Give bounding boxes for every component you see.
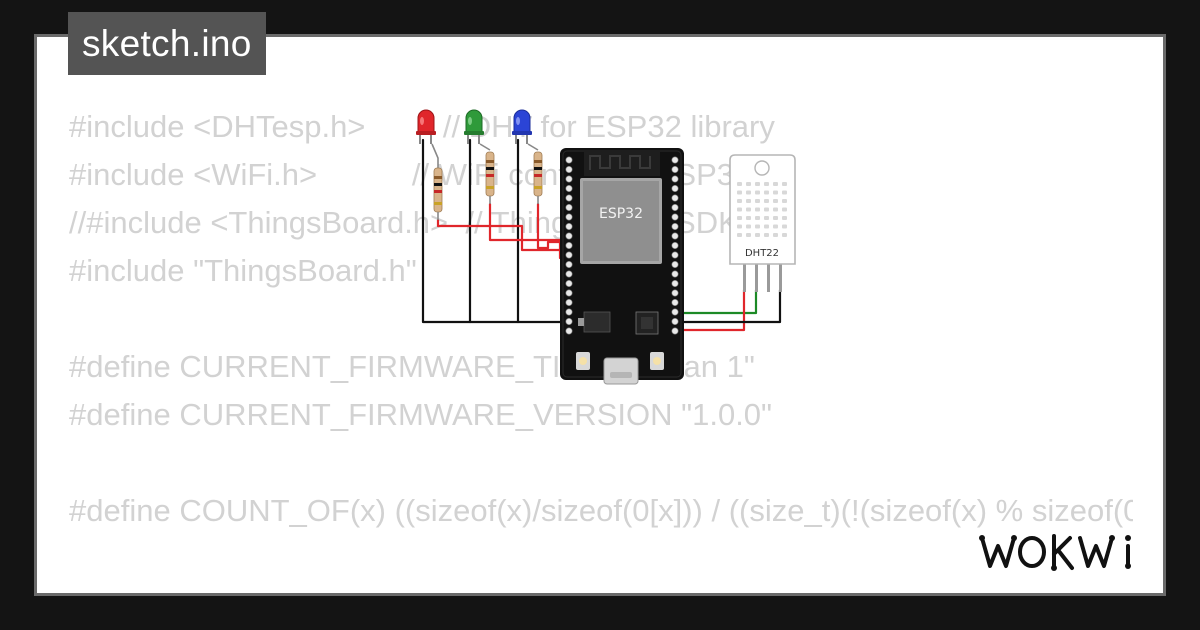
header-pin[interactable] [565, 223, 573, 231]
resistor-1[interactable] [431, 143, 443, 220]
header-pin[interactable] [565, 213, 573, 221]
header-pin[interactable] [671, 166, 679, 174]
pin-header-right [671, 156, 679, 335]
dht22-sensor[interactable]: DHT22 [729, 154, 796, 292]
header-pin[interactable] [565, 175, 573, 183]
led-blue[interactable] [512, 109, 532, 144]
led-green[interactable] [464, 109, 484, 144]
led-red[interactable] [416, 109, 436, 144]
header-pin[interactable] [565, 232, 573, 240]
header-pin[interactable] [565, 317, 573, 325]
header-pin[interactable] [671, 327, 679, 335]
file-title-tab: sketch.ino [68, 12, 266, 75]
header-pin[interactable] [565, 308, 573, 316]
dht22-label: DHT22 [745, 248, 779, 259]
header-pin[interactable] [565, 270, 573, 278]
code-line: #define WIFI_AP_NAME "Wokwi-GUEST" [69, 583, 1133, 593]
header-pin[interactable] [671, 242, 679, 250]
header-pin[interactable] [671, 156, 679, 164]
wokwi-logo [979, 534, 1131, 571]
dht22-vent-grid [737, 182, 787, 237]
header-pin[interactable] [565, 185, 573, 193]
header-pin[interactable] [671, 298, 679, 306]
header-pin[interactable] [671, 251, 679, 259]
resistor-3[interactable] [527, 143, 543, 204]
header-pin[interactable] [671, 279, 679, 287]
header-pin[interactable] [565, 204, 573, 212]
header-pin[interactable] [671, 270, 679, 278]
wire-red-led-gnd [421, 138, 574, 324]
code-line: #define CURRENT_FIRMWARE_VERSION "1.0.0" [69, 397, 773, 432]
header-pin[interactable] [671, 223, 679, 231]
esp32-board[interactable]: ESP32 [560, 148, 684, 385]
header-pin[interactable] [565, 166, 573, 174]
preview-card: #include <DHTesp.h> // DHT for ESP32 lib… [34, 34, 1166, 596]
wire-red-signal [436, 218, 572, 252]
header-pin[interactable] [671, 260, 679, 268]
header-pin[interactable] [565, 289, 573, 297]
header-pin[interactable] [565, 156, 573, 164]
wire-blue-signal [536, 202, 572, 250]
header-pin[interactable] [565, 194, 573, 202]
wire-dht-data [679, 288, 758, 315]
header-pin[interactable] [671, 232, 679, 240]
header-pin[interactable] [671, 289, 679, 297]
header-pin[interactable] [671, 204, 679, 212]
pin-header-left [565, 156, 573, 335]
header-pin[interactable] [565, 298, 573, 306]
header-pin[interactable] [671, 175, 679, 183]
header-pin[interactable] [565, 251, 573, 259]
header-pin[interactable] [671, 194, 679, 202]
header-pin[interactable] [565, 279, 573, 287]
header-pin[interactable] [671, 308, 679, 316]
code-line: #define COUNT_OF(x) ((sizeof(x)/sizeof(0… [69, 493, 1133, 528]
header-pin[interactable] [565, 327, 573, 335]
resistor-2[interactable] [479, 143, 495, 204]
header-pin[interactable] [565, 260, 573, 268]
header-pin[interactable] [671, 213, 679, 221]
header-pin[interactable] [671, 185, 679, 193]
code-line: #include "ThingsBoard.h" [69, 253, 417, 288]
wire-dht-gnd [679, 288, 782, 324]
wire-dht-vcc [679, 288, 746, 332]
esp32-label: ESP32 [599, 206, 643, 222]
header-pin[interactable] [565, 242, 573, 250]
header-pin[interactable] [671, 317, 679, 325]
